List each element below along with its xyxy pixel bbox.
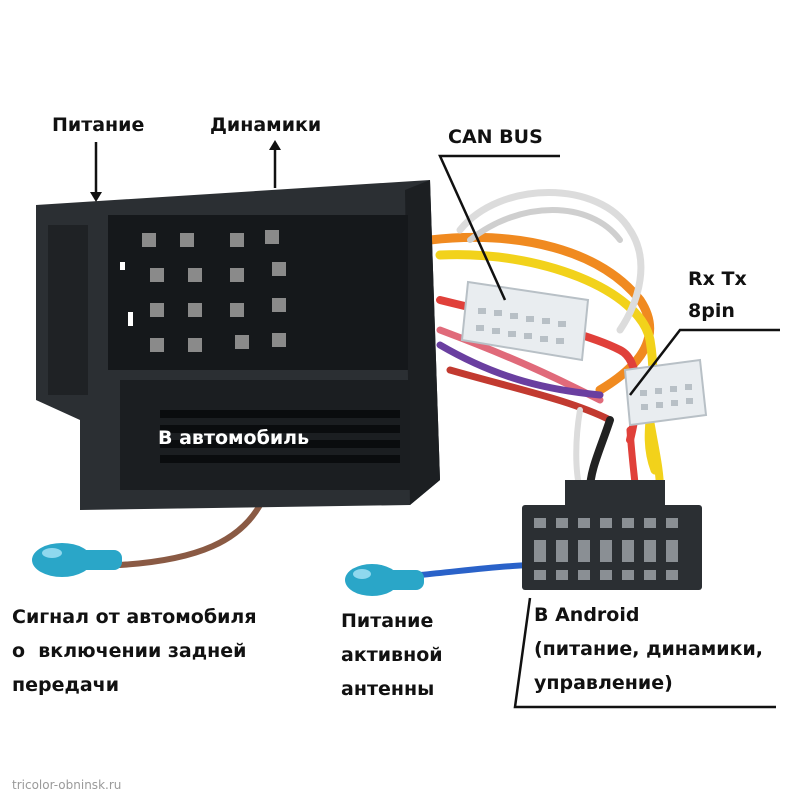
label-android-line3: управление) xyxy=(534,672,673,694)
wire-white-2 xyxy=(467,207,623,243)
wire-orange xyxy=(425,233,655,395)
car-connector xyxy=(36,180,440,510)
label-android-line1: В Android xyxy=(534,604,640,626)
arrowhead-down-icon xyxy=(90,192,102,202)
label-power: Питание xyxy=(52,114,145,136)
wire-black xyxy=(586,416,614,494)
line-canbus xyxy=(438,154,560,301)
wire-red-2 xyxy=(446,366,614,424)
rxtx-plug xyxy=(623,358,708,427)
label-reverse-line1: Сигнал от автомобиля xyxy=(12,606,257,628)
label-speakers: Динамики xyxy=(210,114,322,136)
upper-pins xyxy=(142,230,286,352)
wire-purple xyxy=(436,341,604,399)
label-can-bus: CAN BUS xyxy=(448,126,543,148)
label-reverse-line2: о включении задней xyxy=(12,640,247,662)
label-rxtx-line2: 8pin xyxy=(688,300,735,322)
watermark: tricolor-obninsk.ru xyxy=(12,778,122,792)
arrowheads xyxy=(90,140,281,202)
cap-antenna xyxy=(345,564,424,596)
cap-reverse xyxy=(32,543,122,577)
arrowhead-up-icon xyxy=(269,140,281,150)
label-rxtx-line1: Rx Tx xyxy=(688,268,747,290)
label-to-car: В автомобиль xyxy=(158,427,310,449)
label-antenna-line1: Питание xyxy=(341,610,434,632)
line-rxtx xyxy=(629,328,780,396)
wire-brown xyxy=(117,502,263,568)
lower-pins xyxy=(160,410,400,463)
wire-white-3 xyxy=(573,407,583,493)
wire-blue xyxy=(417,562,533,578)
wire-white-1 xyxy=(456,189,645,334)
android-connector xyxy=(522,480,702,590)
label-antenna-line2: активной xyxy=(341,644,443,666)
label-antenna-line3: антенны xyxy=(341,678,435,700)
pointer-lines xyxy=(94,142,780,709)
label-android-line2: (питание, динамики, xyxy=(534,638,763,660)
android-pins xyxy=(534,518,678,580)
line-android xyxy=(513,597,776,709)
canbus-plug xyxy=(460,280,590,362)
label-reverse-line3: передачи xyxy=(12,674,120,696)
